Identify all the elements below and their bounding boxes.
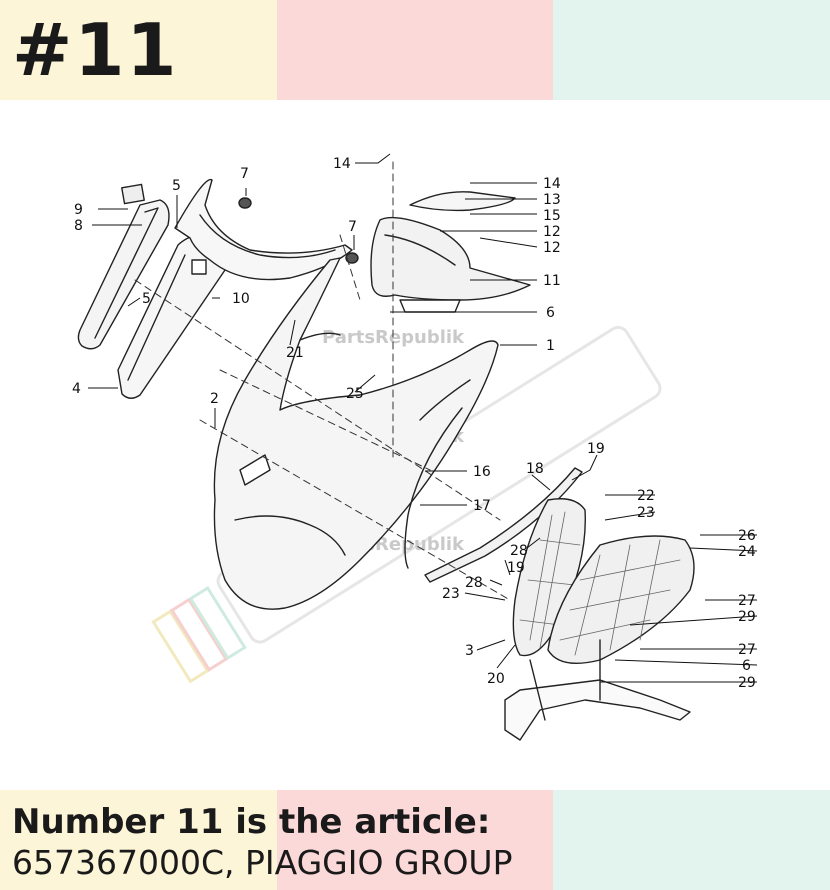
page-number: #11: [12, 8, 179, 92]
label-13: 13: [543, 192, 561, 208]
label-9: 9: [74, 202, 83, 218]
label-17: 17: [473, 498, 491, 514]
label-26: 26: [738, 528, 756, 544]
label-16: 16: [473, 464, 491, 480]
label-5b: 5: [142, 291, 151, 307]
label-5a: 5: [172, 178, 181, 194]
label-2: 2: [210, 391, 219, 407]
label-14b: 14: [543, 176, 561, 192]
part-grommet-7b: [345, 252, 359, 264]
header-band-pink: [277, 0, 553, 100]
part-left-trim-strip: [77, 183, 170, 350]
part-inner-glovebox-panel: [370, 216, 531, 313]
exploded-parts-diagram: PartsRepublik PartsRepublik PartsRepubli…: [72, 153, 758, 741]
part-grommet-7a: [238, 197, 252, 209]
header-band: [0, 0, 830, 100]
label-27b: 27: [738, 642, 756, 658]
caption-article-number: 657367000C, PIAGGIO GROUP: [12, 843, 513, 882]
header-band-yellow: [0, 0, 277, 100]
label-1: 1: [546, 338, 555, 354]
part-number-labels: 7 14 5 9 8 7 14 13 15 12 12 11 5 10 6 1 …: [72, 156, 756, 691]
footer-band-pink: [277, 790, 553, 890]
label-23b: 23: [442, 586, 460, 602]
label-12a: 12: [543, 224, 561, 240]
label-28b: 28: [465, 575, 483, 591]
leader-lines: [88, 153, 758, 683]
label-21: 21: [286, 345, 304, 361]
label-29b: 29: [738, 675, 756, 691]
part-upper-frame-cover: [174, 178, 353, 281]
label-6b: 6: [742, 658, 751, 674]
label-28a: 28: [510, 543, 528, 559]
label-22: 22: [637, 488, 655, 504]
label-4: 4: [72, 381, 81, 397]
label-19b: 19: [507, 560, 525, 576]
label-7b: 7: [348, 219, 357, 235]
label-8: 8: [74, 218, 83, 234]
part-lower-bracket-frame: [504, 639, 691, 741]
label-25: 25: [346, 386, 364, 402]
part-seal-strip-19: [424, 467, 583, 583]
footer-band-yellow: [0, 790, 277, 890]
label-15: 15: [543, 208, 561, 224]
label-23a: 23: [637, 505, 655, 521]
label-11: 11: [543, 273, 561, 289]
label-7a: 7: [240, 166, 249, 182]
label-18: 18: [526, 461, 544, 477]
label-12b: 12: [543, 240, 561, 256]
label-14a: 14: [333, 156, 351, 172]
caption-title: Number 11 is the article:: [12, 802, 491, 842]
part-seal-strip-16: [404, 407, 463, 569]
footer-band: [0, 790, 830, 890]
label-29a: 29: [738, 609, 756, 625]
label-3: 3: [465, 643, 474, 659]
label-27a: 27: [738, 593, 756, 609]
label-6a: 6: [546, 305, 555, 321]
watermark-text-1: PartsRepublik: [322, 327, 465, 348]
part-grille-right: [547, 535, 695, 664]
assembly-guide-lines: [134, 161, 511, 601]
part-grille-left: [512, 498, 586, 657]
part-upper-cover-13: [409, 191, 516, 212]
footer-band-green: [553, 790, 830, 890]
label-24: 24: [738, 544, 756, 560]
part-front-shield: [213, 257, 499, 610]
label-10: 10: [232, 291, 250, 307]
label-20: 20: [487, 671, 505, 687]
header-band-green: [553, 0, 830, 100]
label-19a: 19: [587, 441, 605, 457]
